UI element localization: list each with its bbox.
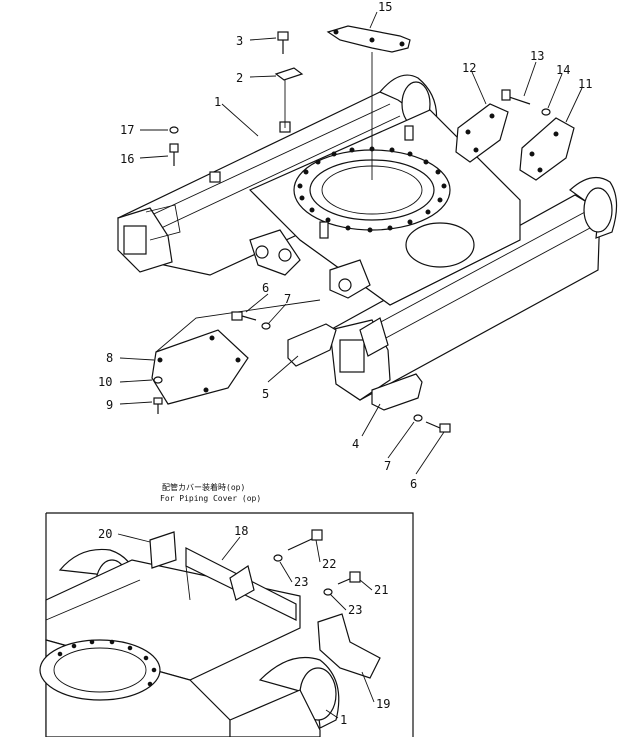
part-12-cover — [455, 103, 509, 163]
callout-1: 1 — [214, 95, 221, 109]
leader-lines-main — [119, 11, 583, 475]
callout-14: 14 — [556, 63, 570, 77]
part-2-plate — [274, 67, 304, 128]
callout-7-upper: 7 — [284, 292, 291, 306]
callout-15: 15 — [378, 0, 392, 14]
callout-17: 17 — [120, 123, 134, 137]
callout-9: 9 — [106, 398, 113, 412]
inset-part-20-bracket — [149, 531, 177, 569]
part-10-washer — [153, 376, 163, 384]
part-4-bracket — [371, 373, 423, 411]
callout-18: 18 — [234, 524, 248, 538]
inset-caption-en: For Piping Cover (op) — [160, 494, 261, 503]
part-7-washer-lower — [413, 414, 423, 422]
inset-box — [39, 512, 414, 737]
part-16-bolt — [169, 143, 179, 166]
part-6-bolt-lower — [425, 421, 451, 433]
callout-1-inset: 1 — [340, 713, 347, 727]
callout-22: 22 — [322, 557, 336, 571]
part-14-washer — [541, 108, 551, 116]
callout-23-upper: 23 — [294, 575, 308, 589]
callout-5: 5 — [262, 387, 269, 401]
leader-lines-inset — [117, 533, 375, 719]
callout-6-upper: 6 — [262, 281, 269, 295]
part-8-plate — [151, 299, 321, 405]
callout-19: 19 — [376, 697, 390, 711]
callout-12: 12 — [462, 61, 476, 75]
inset-part-23-washer-lower — [323, 588, 333, 596]
inset-part-19-bracket — [317, 613, 381, 679]
inset-part-23-washer-upper — [273, 554, 283, 562]
part-17-washer — [169, 126, 179, 134]
callout-11: 11 — [578, 77, 592, 91]
part-11-cover — [519, 117, 575, 181]
part-6-bolt-upper — [231, 311, 257, 321]
callout-3: 3 — [236, 34, 243, 48]
callout-4: 4 — [352, 437, 359, 451]
part-7-washer-upper — [261, 322, 271, 330]
part-5-bracket — [287, 323, 337, 367]
callout-10: 10 — [98, 375, 112, 389]
inset-caption-jp: 配管カバー装着時(op) — [162, 482, 245, 492]
part-15-plate — [326, 25, 411, 180]
callout-16: 16 — [120, 152, 134, 166]
part-3-bolt — [277, 31, 289, 54]
callout-8: 8 — [106, 351, 113, 365]
part-13-bolt — [501, 89, 531, 105]
callout-13: 13 — [530, 49, 544, 63]
track-frame-main — [117, 74, 618, 401]
callout-21: 21 — [374, 583, 388, 597]
inset-caption: 配管カバー装着時(op) For Piping Cover (op) — [160, 482, 261, 503]
callout-20: 20 — [98, 527, 112, 541]
inset-part-22-bolt — [287, 529, 323, 551]
callout-6-lower: 6 — [410, 477, 417, 491]
callout-7-lower: 7 — [384, 459, 391, 473]
callouts-inset: 20 18 22 23 21 23 19 1 — [98, 524, 390, 727]
callout-23-lower: 23 — [348, 603, 362, 617]
inset-part-21-bolt — [337, 571, 361, 585]
callouts-main: 15 3 2 13 14 11 12 1 17 16 6 7 8 10 9 5 … — [98, 0, 592, 491]
part-9-bolt — [153, 397, 163, 414]
callout-2: 2 — [236, 71, 243, 85]
